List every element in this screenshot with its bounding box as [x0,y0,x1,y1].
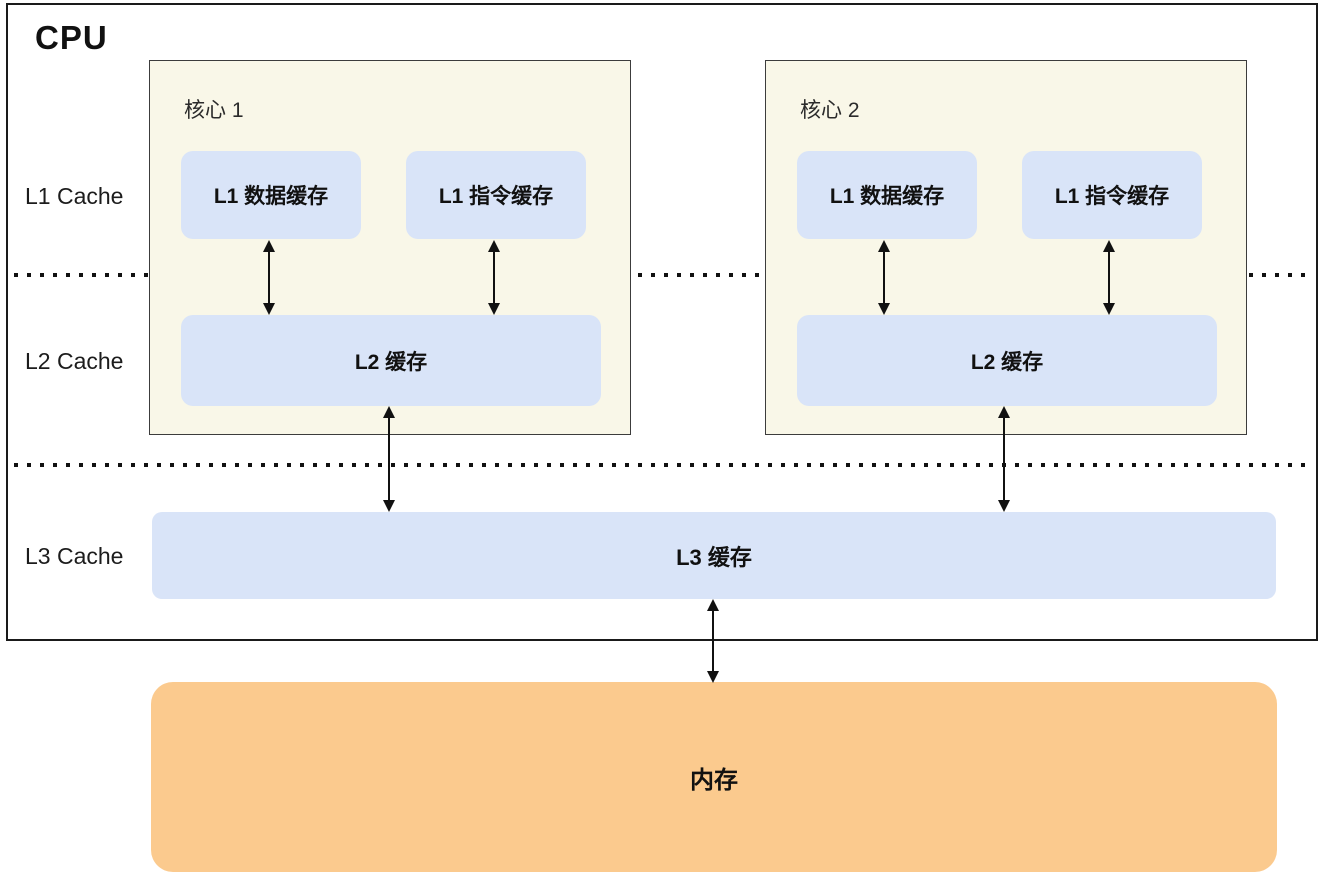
row-label-l3-cache: L3 Cache [25,543,124,569]
core-1-l1-data-cache-box: L1 数据缓存 [181,151,361,239]
core-2-l1-data-cache-box: L1 数据缓存 [797,151,977,239]
l1-l2-dotted-divider [14,273,1314,277]
core-2-l2-cache-box: L2 缓存 [797,315,1217,406]
l2-l3-dotted-divider [14,463,1314,467]
core-2-container: 核心 2 L1 数据缓存 L1 指令缓存 L2 缓存 [765,60,1247,435]
core-2-l1-instruction-cache-box: L1 指令缓存 [1022,151,1202,239]
l3-cache-box: L3 缓存 [152,512,1276,599]
core-1-title: 核心 1 [184,99,244,122]
core-2-l1-data-l2-arrow-icon [883,242,885,313]
core-1-l2-l3-arrow-icon [388,408,390,510]
core-1-l1-instruction-cache-box: L1 指令缓存 [406,151,586,239]
cpu-title: CPU [35,19,108,56]
core-1-l1-instruction-l2-arrow-icon [493,242,495,313]
row-label-l2-cache: L2 Cache [25,348,124,374]
core-2-l2-l3-arrow-icon [1003,408,1005,510]
row-label-l1-cache: L1 Cache [25,183,124,209]
memory-box: 内存 [151,682,1277,872]
core-1-container: 核心 1 L1 数据缓存 L1 指令缓存 L2 缓存 [149,60,631,435]
core-2-title: 核心 2 [800,99,860,122]
core-1-l1-data-l2-arrow-icon [268,242,270,313]
core-2-l1-instruction-l2-arrow-icon [1108,242,1110,313]
l3-memory-arrow-icon [712,601,714,681]
core-1-l2-cache-box: L2 缓存 [181,315,601,406]
